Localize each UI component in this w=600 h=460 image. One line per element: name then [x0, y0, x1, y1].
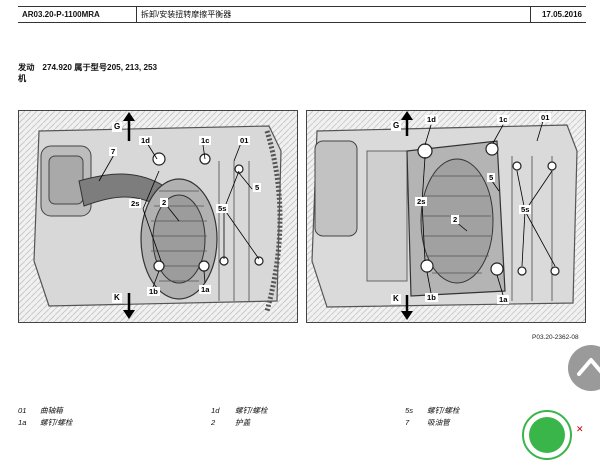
callout-5: 5: [487, 173, 496, 182]
close-icon[interactable]: ✕: [576, 424, 584, 434]
callout-01: 01: [238, 136, 251, 145]
callout-1c: 1c: [199, 136, 212, 145]
arrow-down-label: K: [112, 293, 122, 303]
scroll-top-button[interactable]: [568, 345, 600, 391]
document-date: 17.05.2016: [530, 7, 586, 22]
document-title: 拆卸/安装扭转摩擦平衡器: [136, 7, 530, 22]
callout-2s: 2s: [415, 197, 428, 206]
callout-01: 01: [539, 113, 552, 122]
callout-1c: 1c: [497, 115, 510, 124]
arrow-up-label: G: [391, 121, 402, 131]
document-code: AR03.20-P-1100MRA: [22, 10, 100, 19]
engine-drawing-left: [19, 111, 297, 322]
callout-1a: 1a: [497, 295, 510, 304]
document-header: AR03.20-P-1100MRA 拆卸/安装扭转摩擦平衡器 17.05.201…: [18, 6, 586, 23]
figure-reference: P03.20-2362-08: [532, 334, 579, 341]
callout-1b: 1b: [147, 287, 160, 296]
callout-2s: 2s: [129, 199, 142, 208]
callout-1a: 1a: [199, 285, 212, 294]
callout-2: 2: [451, 215, 460, 224]
chevron-up-icon: [577, 358, 600, 376]
callout-5s: 5s: [519, 205, 532, 214]
callout-1d: 1d: [139, 136, 152, 145]
callout-7: 7: [109, 147, 118, 156]
figure-left: 7 1d 1c 01 5 2s 2 5s 1b 1a G K: [18, 110, 298, 323]
arrow-up-label: G: [112, 122, 123, 132]
arrow-down-label: K: [391, 294, 401, 304]
callout-2: 2: [160, 198, 169, 207]
callout-5: 5: [253, 183, 262, 192]
callout-1b: 1b: [425, 293, 438, 302]
engine-applicability: 属于型号205, 213, 253: [74, 63, 158, 72]
green-badge-icon[interactable]: [522, 410, 572, 460]
engine-info: 发动 274.920 属于型号205, 213, 253 机: [18, 62, 157, 84]
callout-1d: 1d: [425, 115, 438, 124]
engine-model: 274.920: [42, 63, 72, 72]
engine-label-cont: 机: [18, 74, 27, 83]
engine-label: 发动: [18, 63, 35, 72]
callout-5s: 5s: [216, 204, 229, 213]
engine-drawing-right: [307, 111, 585, 322]
figure-right: 1d 1c 01 5 2s 2 5s 1b 1a G K: [306, 110, 586, 323]
